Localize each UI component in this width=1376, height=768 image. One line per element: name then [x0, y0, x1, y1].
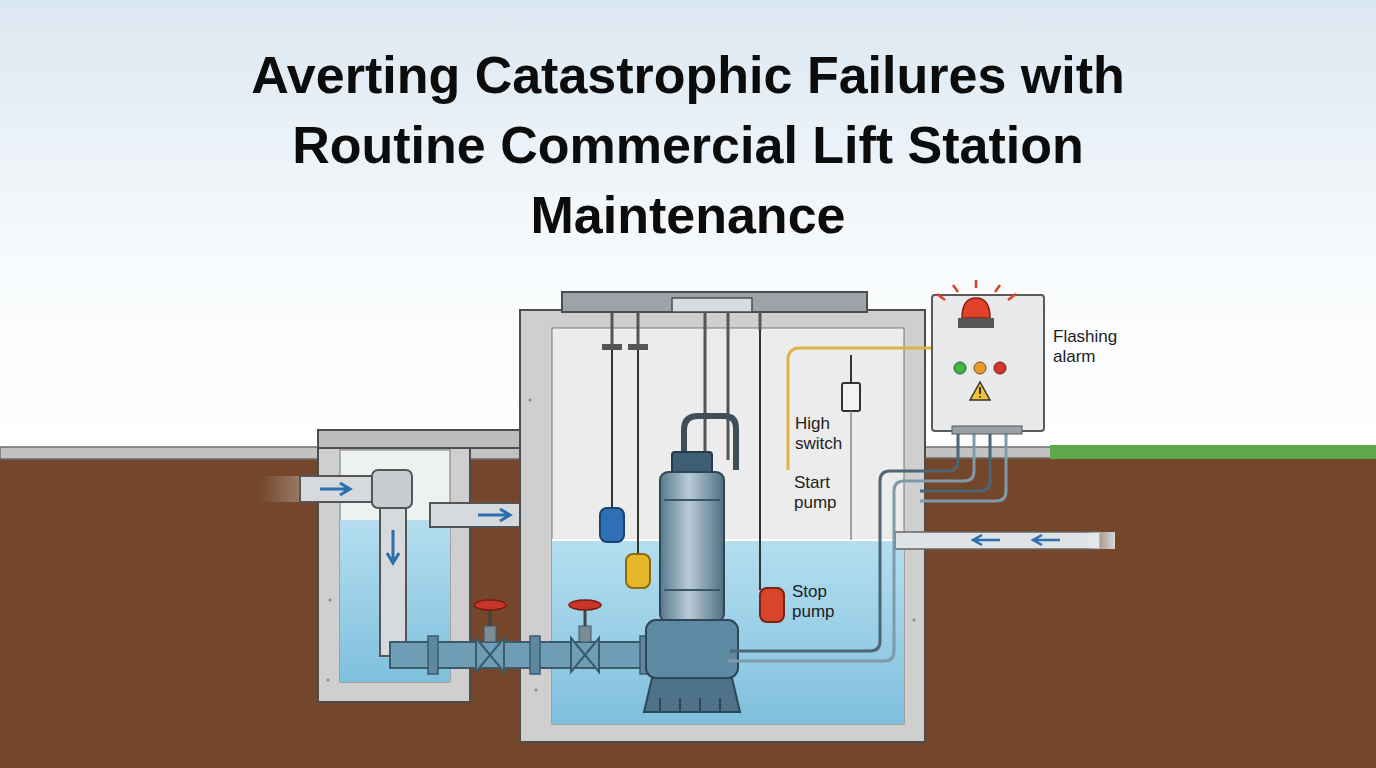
outlet-pipe-part	[1085, 532, 1115, 549]
high-switch-wiring-part	[842, 383, 860, 411]
inlet-pipe-part	[478, 509, 510, 521]
gate-valve	[569, 600, 601, 672]
valve-chamber-part	[327, 679, 330, 682]
guide-rails-part	[759, 312, 762, 330]
outlet-pipe	[895, 532, 1115, 549]
control-conduits-part	[920, 431, 1006, 501]
control-panel-part	[932, 295, 1044, 431]
valve-chamber-part	[318, 430, 533, 448]
discharge-line-part	[428, 636, 438, 674]
submersible-pump-part	[644, 678, 740, 712]
float-level-label: Start pump	[794, 473, 846, 513]
wet-well-part	[913, 619, 916, 622]
control-panel-part	[952, 426, 1022, 434]
gate-valve-part	[476, 638, 504, 672]
float-switch-part	[637, 350, 639, 554]
alarm-label: Flashing alarm	[1053, 327, 1133, 367]
float-level-label: Stop pump	[792, 582, 844, 622]
float-switch	[600, 330, 784, 622]
submersible-pump-part	[664, 589, 720, 591]
control-conduits	[728, 431, 1006, 661]
guide-rails-part	[637, 312, 640, 346]
wet-well-part	[535, 689, 538, 692]
float-switch-part	[626, 554, 650, 588]
control-panel-part	[979, 387, 981, 398]
gate-valve-part	[484, 626, 496, 642]
inlet-pipe	[260, 470, 564, 656]
inlet-pipe-part	[387, 530, 399, 563]
ground-part	[1050, 445, 1376, 459]
wet-well-part	[552, 540, 904, 724]
control-panel-part	[937, 280, 1016, 300]
high-switch-wiring-part	[850, 355, 852, 383]
control-panel	[932, 280, 1044, 434]
wet-well-part	[562, 292, 867, 312]
guide-rails-part	[628, 344, 648, 350]
control-conduits-part	[920, 431, 990, 491]
submersible-pump-part	[660, 698, 720, 712]
wet-well-part	[672, 298, 752, 312]
submersible-pump-part	[672, 452, 712, 474]
high-switch-wiring-part	[788, 348, 940, 470]
outlet-pipe-part	[895, 532, 1100, 549]
outlet-pipe-part	[973, 535, 1000, 545]
submersible-pump-part	[660, 472, 724, 622]
control-panel-part	[974, 362, 986, 374]
control-panel-part	[962, 298, 990, 318]
inlet-pipe-part	[372, 470, 412, 508]
discharge-line-part	[530, 636, 540, 674]
wet-well-part	[529, 399, 532, 402]
gate-valve-part	[569, 600, 601, 610]
gate-valve-part	[474, 600, 506, 610]
inlet-pipe-part	[320, 483, 350, 495]
gate-valve-part	[579, 626, 591, 642]
high-switch-wiring	[788, 348, 940, 540]
control-panel-part	[954, 362, 966, 374]
control-conduits-part	[730, 431, 958, 651]
float-switch-part	[600, 508, 624, 542]
submersible-pump-part	[664, 499, 720, 501]
guide-rails-part	[727, 312, 730, 460]
wet-well	[520, 292, 925, 742]
float-switch-part	[611, 350, 613, 508]
control-panel-part	[958, 318, 994, 328]
float-switch-part	[759, 330, 761, 590]
ground-part	[905, 447, 1052, 458]
high-switch-wiring-part	[850, 411, 852, 540]
wet-well-part	[520, 310, 925, 742]
control-conduits-part	[728, 431, 974, 661]
ground	[0, 445, 1376, 768]
control-panel-part	[994, 362, 1006, 374]
gate-valve	[474, 600, 506, 672]
float-switch-part	[760, 588, 784, 622]
guide-rails-part	[704, 312, 707, 460]
gate-valve-part	[571, 638, 599, 672]
guide-rails-part	[602, 344, 622, 350]
control-panel-part	[970, 382, 990, 400]
submersible-pump-part	[646, 620, 738, 678]
page-title: Averting Catastrophic Failures with Rout…	[158, 40, 1218, 250]
outlet-pipe-part	[1033, 535, 1060, 545]
guide-rails-part	[611, 312, 614, 346]
submersible-pump	[644, 416, 740, 712]
ground-part	[0, 455, 1376, 768]
float-level-label: High switch	[795, 414, 847, 454]
valve-chamber-part	[329, 599, 332, 602]
